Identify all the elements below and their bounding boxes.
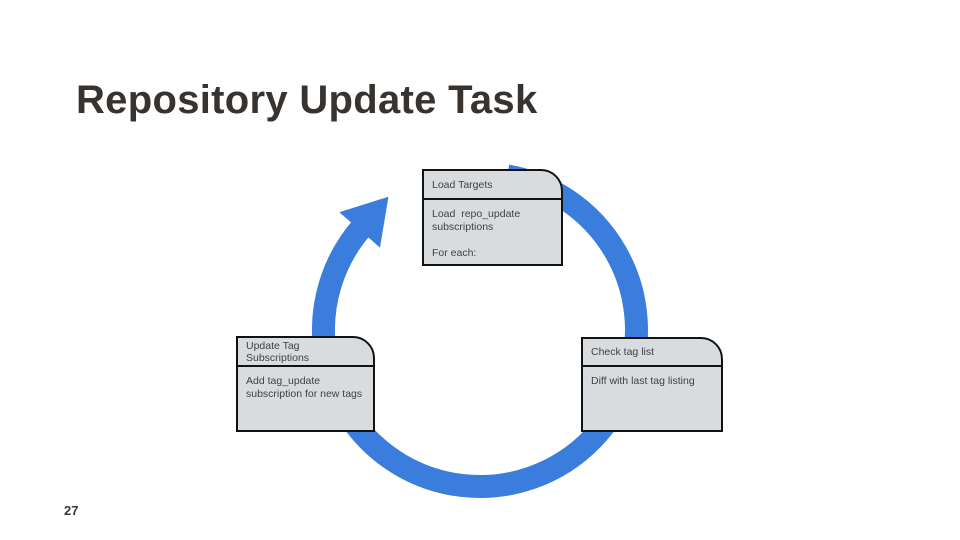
card-body-line: Load repo_update [432, 208, 521, 220]
card-body-line: Diff with last tag listing [591, 375, 695, 387]
card-check-tag-list: Check tag list Diff with last tag listin… [581, 337, 723, 432]
card-check-tag-list-body: Diff with last tag listing [583, 367, 721, 388]
card-body-line [432, 234, 557, 247]
card-body-line: subscriptions [432, 221, 494, 233]
card-body-line: For each: [432, 247, 477, 259]
card-load-targets-header: Load Targets [424, 171, 561, 200]
card-check-tag-list-header: Check tag list [583, 339, 721, 367]
card-load-targets: Load Targets Load repo_update subscripti… [422, 169, 563, 266]
card-load-targets-body: Load repo_update subscriptions For each: [424, 200, 561, 260]
card-body-line: subscription for new tags [246, 388, 363, 400]
slide-title: Repository Update Task [76, 78, 538, 122]
card-update-tag-subscriptions: Update Tag Subscriptions Add tag_update … [236, 336, 375, 432]
card-update-tag-subscriptions-header: Update Tag Subscriptions [238, 338, 373, 367]
card-body-line: Add tag_update [246, 375, 321, 387]
card-update-tag-subscriptions-body: Add tag_update subscription for new tags [238, 367, 373, 401]
page-number: 27 [64, 503, 79, 518]
